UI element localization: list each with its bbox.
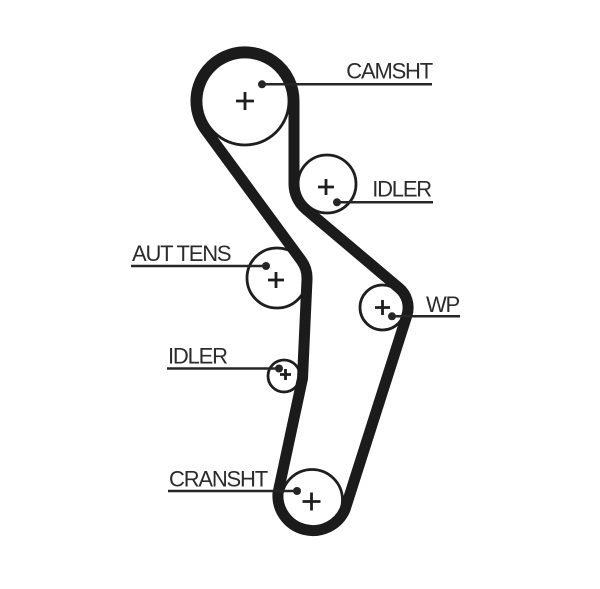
tensioner-leader-dot <box>262 262 270 270</box>
idler-lower-label: IDLER <box>168 344 227 369</box>
camshaft-plus-icon <box>236 92 254 110</box>
crankshaft-label: CRANSHT <box>169 467 268 492</box>
water-pump-callout: WP <box>388 292 461 321</box>
water-pump-plus-icon <box>375 300 390 315</box>
idler-upper-leader-dot <box>333 198 341 207</box>
idler-upper-plus-icon <box>318 179 334 195</box>
tensioner-plus-icon <box>268 272 284 288</box>
pulley-center-marks <box>236 92 390 511</box>
idler-upper-label: IDLER <box>372 177 431 202</box>
idler-upper-callout: IDLER <box>333 177 433 207</box>
camshaft-leader-dot <box>258 80 266 89</box>
camshaft-label: CAMSHT <box>346 59 432 84</box>
timing-belt-path <box>190 46 414 537</box>
tensioner-label: AUT TENS <box>132 241 231 266</box>
idler-lower-plus-icon <box>280 369 291 380</box>
crankshaft-plus-icon <box>302 492 321 511</box>
idler-lower-callout: IDLER <box>167 344 283 373</box>
tensioner-callout: AUT TENS <box>131 241 270 270</box>
crankshaft-callout: CRANSHT <box>168 467 301 495</box>
idler-lower-leader-dot <box>275 364 283 373</box>
camshaft-callout: CAMSHT <box>258 59 434 89</box>
crankshaft-leader-dot <box>293 487 301 495</box>
water-pump-label: WP <box>426 292 460 317</box>
water-pump-leader-dot <box>388 312 396 321</box>
